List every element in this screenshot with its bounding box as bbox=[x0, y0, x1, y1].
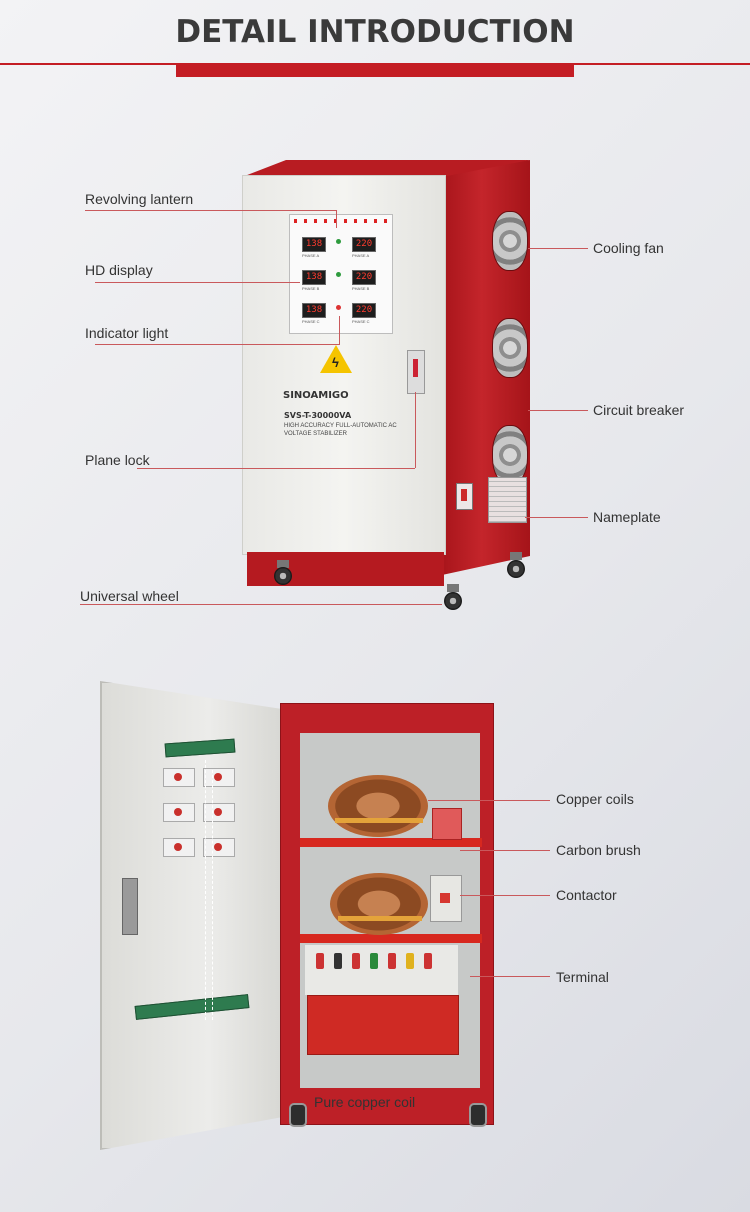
leader-line bbox=[460, 895, 550, 896]
leader-line bbox=[95, 344, 340, 345]
contactor-icon bbox=[430, 875, 462, 922]
wheel-icon bbox=[274, 567, 292, 585]
page-title: DETAIL INTRODUCTION bbox=[175, 14, 575, 50]
door-display-module bbox=[163, 838, 195, 857]
indicator-light-icon bbox=[336, 239, 341, 244]
terminal-icon bbox=[352, 953, 360, 969]
interior-shelf bbox=[300, 934, 482, 943]
copper-coil-icon bbox=[328, 775, 428, 837]
terminal-icon bbox=[334, 953, 342, 969]
callout-carbon-brush: Carbon brush bbox=[556, 842, 641, 858]
product-description: HIGH ACCURACY FULL-AUTOMATIC AC VOLTAGE … bbox=[284, 423, 397, 437]
callout-circuit-breaker: Circuit breaker bbox=[593, 402, 685, 418]
phase-label: PHASE C bbox=[302, 319, 320, 324]
door-display-module bbox=[163, 803, 195, 822]
indicator-light-icon bbox=[336, 305, 341, 310]
leader-line bbox=[528, 248, 588, 249]
terminal-icon bbox=[316, 953, 324, 969]
display-phase-c-out: 220 bbox=[352, 303, 376, 318]
door-display-module bbox=[203, 803, 235, 822]
nameplate-icon bbox=[488, 477, 527, 523]
terminal-icon bbox=[370, 953, 378, 969]
callout-cooling-fan: Cooling fan bbox=[593, 240, 664, 256]
display-phase-c-in: 138 bbox=[302, 303, 326, 318]
wheel-icon bbox=[444, 592, 462, 610]
phase-label: PHASE B bbox=[352, 286, 370, 291]
phase-label: PHASE C bbox=[352, 319, 370, 324]
carbon-brush-icon bbox=[432, 808, 462, 840]
terminal-block bbox=[305, 945, 458, 995]
leader-line bbox=[528, 410, 588, 411]
phase-label: PHASE A bbox=[352, 253, 370, 258]
door-lock-handle-icon bbox=[122, 878, 138, 935]
wiring bbox=[212, 770, 213, 1020]
display-phase-a-out: 220 bbox=[352, 237, 376, 252]
callout-pure-copper-coil: Pure copper coil bbox=[314, 1094, 416, 1110]
terminal-cover bbox=[307, 995, 459, 1055]
display-phase-a-in: 138 bbox=[302, 237, 326, 252]
wheel-icon bbox=[507, 560, 525, 578]
callout-hd-display: HD display bbox=[85, 262, 153, 278]
terminal-icon bbox=[406, 953, 414, 969]
leader-line bbox=[85, 210, 337, 211]
control-panel: 138 220 138 220 138 220 PHASE A PHASE A … bbox=[289, 214, 393, 334]
door-display-module bbox=[203, 838, 235, 857]
callout-plane-lock: Plane lock bbox=[85, 452, 150, 468]
caster-bracket bbox=[277, 560, 289, 568]
leader-line bbox=[470, 976, 550, 977]
callout-terminal: Terminal bbox=[556, 969, 609, 985]
leader-line bbox=[80, 604, 442, 605]
model-number: SVS-T-30000VA bbox=[284, 411, 352, 420]
door-display-module bbox=[203, 768, 235, 787]
door-display-module bbox=[163, 768, 195, 787]
coil-band bbox=[335, 818, 423, 823]
brand-logo: SINOAMIGO bbox=[283, 390, 349, 401]
callout-nameplate: Nameplate bbox=[593, 509, 661, 525]
callout-universal-wheel: Universal wheel bbox=[80, 588, 179, 604]
leader-line bbox=[336, 210, 337, 228]
leader-line bbox=[339, 316, 340, 344]
wheel-icon bbox=[469, 1103, 487, 1127]
cabinet-top bbox=[242, 160, 530, 177]
caster-bracket bbox=[510, 552, 522, 560]
callout-revolving-lantern: Revolving lantern bbox=[85, 191, 194, 207]
copper-coil-icon bbox=[330, 873, 428, 935]
display-phase-b-in: 138 bbox=[302, 270, 326, 285]
caster-bracket bbox=[447, 584, 459, 592]
cooling-fan-icon bbox=[492, 425, 528, 485]
interior-shelf bbox=[300, 838, 482, 847]
cooling-fan-icon bbox=[492, 318, 528, 378]
leader-line bbox=[525, 517, 588, 518]
phase-label: PHASE A bbox=[302, 253, 320, 258]
cooling-fan-icon bbox=[492, 211, 528, 271]
plane-lock-icon bbox=[407, 350, 425, 394]
wiring bbox=[205, 760, 206, 1020]
revolving-lantern-leds bbox=[294, 219, 388, 223]
header-accent-bar bbox=[176, 63, 574, 77]
display-phase-b-out: 220 bbox=[352, 270, 376, 285]
callout-contactor: Contactor bbox=[556, 887, 617, 903]
terminal-icon bbox=[424, 953, 432, 969]
callout-indicator-light: Indicator light bbox=[85, 325, 169, 341]
wheel-icon bbox=[289, 1103, 307, 1127]
phase-label: PHASE B bbox=[302, 286, 320, 291]
terminal-icon bbox=[388, 953, 396, 969]
leader-line bbox=[95, 282, 300, 283]
indicator-light-icon bbox=[336, 272, 341, 277]
callout-copper-coils: Copper coils bbox=[556, 791, 634, 807]
coil-band bbox=[338, 916, 422, 921]
leader-line bbox=[415, 392, 416, 468]
leader-line bbox=[137, 468, 415, 469]
circuit-breaker-icon bbox=[456, 483, 473, 510]
leader-line bbox=[428, 800, 550, 801]
leader-line bbox=[460, 850, 550, 851]
